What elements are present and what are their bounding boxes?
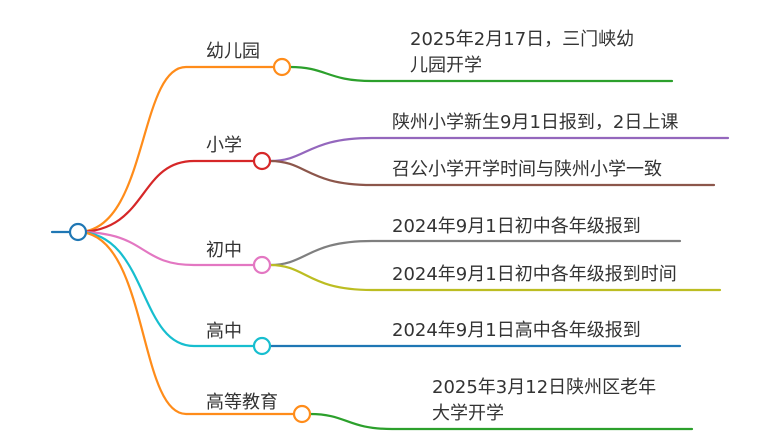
branch-connector-4 [76,230,296,416]
leaf-connector-0-0 [288,65,674,83]
branch-label-junior-high[interactable]: 初中 [206,240,242,261]
branch-label-kindergarten[interactable]: 幼儿园 [206,41,260,62]
branch-label-senior-high[interactable]: 高中 [206,321,242,342]
branch-connector-0 [76,65,276,234]
leaf-connector-1-0 [268,136,730,163]
leaf-junior-high-report-time[interactable]: 2024年9月1日初中各年级报到时间 [392,264,677,285]
branch-node-2[interactable] [252,255,272,275]
leaf-kindergarten-start[interactable]: 2025年2月17日，三门峡幼儿园开学 [410,29,635,76]
leaf-connector-2-1 [268,263,722,292]
branch-node-3[interactable] [252,336,272,356]
root-node[interactable] [68,222,88,242]
leaf-connector-2-0 [268,239,682,267]
leaf-zhaogong-primary[interactable]: 召公小学开学时间与陕州小学一致 [392,159,662,180]
leaf-junior-high-report[interactable]: 2024年9月1日初中各年级报到 [392,216,641,237]
branch-connector-2 [76,230,256,267]
leaf-connector-1-1 [268,159,716,187]
branch-label-higher-education[interactable]: 高等教育 [206,392,278,413]
leaf-shanzhou-primary-report[interactable]: 陕州小学新生9月1日报到，2日上课 [392,112,679,133]
leaf-connector-4-0 [308,412,694,431]
branch-node-1[interactable] [252,151,272,171]
branch-connector-3 [76,230,256,348]
leaf-senior-high-report[interactable]: 2024年9月1日高中各年级报到 [392,320,641,341]
branch-node-4[interactable] [292,404,312,424]
leaf-elderly-university[interactable]: 2025年3月12日陕州区老年大学开学 [432,377,657,424]
branch-connector-1 [76,159,256,234]
branch-label-primary[interactable]: 小学 [206,135,242,156]
branch-node-0[interactable] [272,57,292,77]
